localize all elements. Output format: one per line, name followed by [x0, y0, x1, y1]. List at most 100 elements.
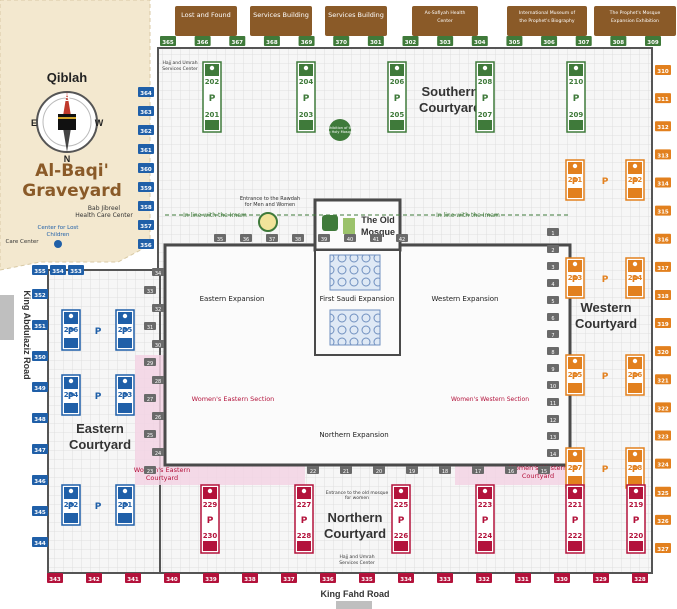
gate-311[interactable]: 311 [655, 93, 671, 104]
door-14[interactable]: 14 [547, 449, 559, 458]
gate-332[interactable]: 332 [476, 573, 492, 583]
gate-316[interactable]: 316 [655, 233, 671, 244]
door-36[interactable]: 36 [240, 234, 252, 243]
gate-348[interactable]: 348 [32, 413, 48, 423]
door-10[interactable]: 10 [547, 381, 559, 390]
door-39[interactable]: 39 [318, 234, 330, 243]
door-15[interactable]: 15 [538, 466, 550, 475]
gate-308[interactable]: 308 [610, 36, 627, 46]
gate-304[interactable]: 304 [471, 36, 488, 46]
door-31[interactable]: 31 [144, 322, 156, 331]
gate-322[interactable]: 322 [655, 402, 671, 413]
door-21[interactable]: 21 [340, 466, 352, 475]
gate-364[interactable]: 364 [138, 87, 154, 97]
gate-362[interactable]: 362 [138, 125, 154, 135]
door-5[interactable]: 5 [547, 296, 559, 305]
door-3[interactable]: 3 [547, 262, 559, 271]
gate-321[interactable]: 321 [655, 374, 671, 385]
gate-334[interactable]: 334 [398, 573, 414, 583]
door-8[interactable]: 8 [547, 347, 559, 356]
gate-370[interactable]: 370 [333, 36, 350, 46]
gate-369[interactable]: 369 [298, 36, 315, 46]
gate-367[interactable]: 367 [229, 36, 246, 46]
gate-353[interactable]: 353 [68, 265, 84, 275]
gate-365[interactable]: 365 [160, 36, 176, 46]
gate-343[interactable]: 343 [47, 573, 63, 583]
gate-301[interactable]: 301 [367, 36, 384, 46]
gate-368[interactable]: 368 [263, 36, 280, 46]
gate-360[interactable]: 360 [138, 163, 154, 173]
gate-366[interactable]: 366 [194, 36, 211, 46]
gate-344[interactable]: 344 [32, 537, 48, 547]
door-16[interactable]: 16 [505, 466, 517, 475]
gate-355[interactable]: 355 [32, 265, 48, 275]
gate-302[interactable]: 302 [402, 36, 419, 46]
gate-340[interactable]: 340 [164, 573, 180, 583]
door-9[interactable]: 9 [547, 364, 559, 373]
gate-358[interactable]: 358 [138, 201, 154, 211]
gate-352[interactable]: 352 [32, 289, 48, 299]
door-20[interactable]: 20 [373, 466, 385, 475]
gate-345[interactable]: 345 [32, 506, 48, 516]
door-22[interactable]: 22 [307, 466, 319, 475]
gate-317[interactable]: 317 [655, 261, 671, 272]
door-24[interactable]: 24 [152, 448, 164, 457]
gate-354[interactable]: 354 [50, 265, 66, 275]
gate-306[interactable]: 306 [541, 36, 558, 46]
gate-336[interactable]: 336 [320, 573, 336, 583]
door-42[interactable]: 42 [396, 234, 408, 243]
door-11[interactable]: 11 [547, 398, 559, 407]
door-35[interactable]: 35 [214, 234, 226, 243]
gate-359[interactable]: 359 [138, 182, 154, 192]
door-26[interactable]: 26 [152, 412, 164, 421]
door-18[interactable]: 18 [439, 466, 451, 475]
gate-346[interactable]: 346 [32, 475, 48, 485]
gate-329[interactable]: 329 [593, 573, 609, 583]
gate-341[interactable]: 341 [125, 573, 141, 583]
door-28[interactable]: 28 [152, 376, 164, 385]
door-27[interactable]: 27 [144, 394, 156, 403]
service-building-3[interactable]: Services Building [325, 6, 387, 36]
gate-363[interactable]: 363 [138, 106, 154, 116]
gate-303[interactable]: 303 [437, 36, 454, 46]
gate-339[interactable]: 339 [203, 573, 219, 583]
gate-307[interactable]: 307 [575, 36, 592, 46]
gate-314[interactable]: 314 [655, 177, 671, 188]
gate-319[interactable]: 319 [655, 318, 671, 329]
door-7[interactable]: 7 [547, 330, 559, 339]
gate-350[interactable]: 350 [32, 351, 48, 361]
gate-327[interactable]: 327 [655, 543, 671, 553]
gate-351[interactable]: 351 [32, 320, 48, 330]
gate-331[interactable]: 331 [515, 573, 531, 583]
service-building-1[interactable]: Lost and Found [175, 6, 237, 36]
door-40[interactable]: 40 [344, 234, 356, 243]
door-37[interactable]: 37 [266, 234, 278, 243]
door-23[interactable]: 23 [144, 466, 156, 475]
door-29[interactable]: 29 [144, 358, 156, 367]
door-19[interactable]: 19 [406, 466, 418, 475]
gate-315[interactable]: 315 [655, 205, 671, 216]
gate-305[interactable]: 305 [506, 36, 523, 46]
gate-328[interactable]: 328 [632, 573, 648, 583]
door-41[interactable]: 41 [370, 234, 382, 243]
